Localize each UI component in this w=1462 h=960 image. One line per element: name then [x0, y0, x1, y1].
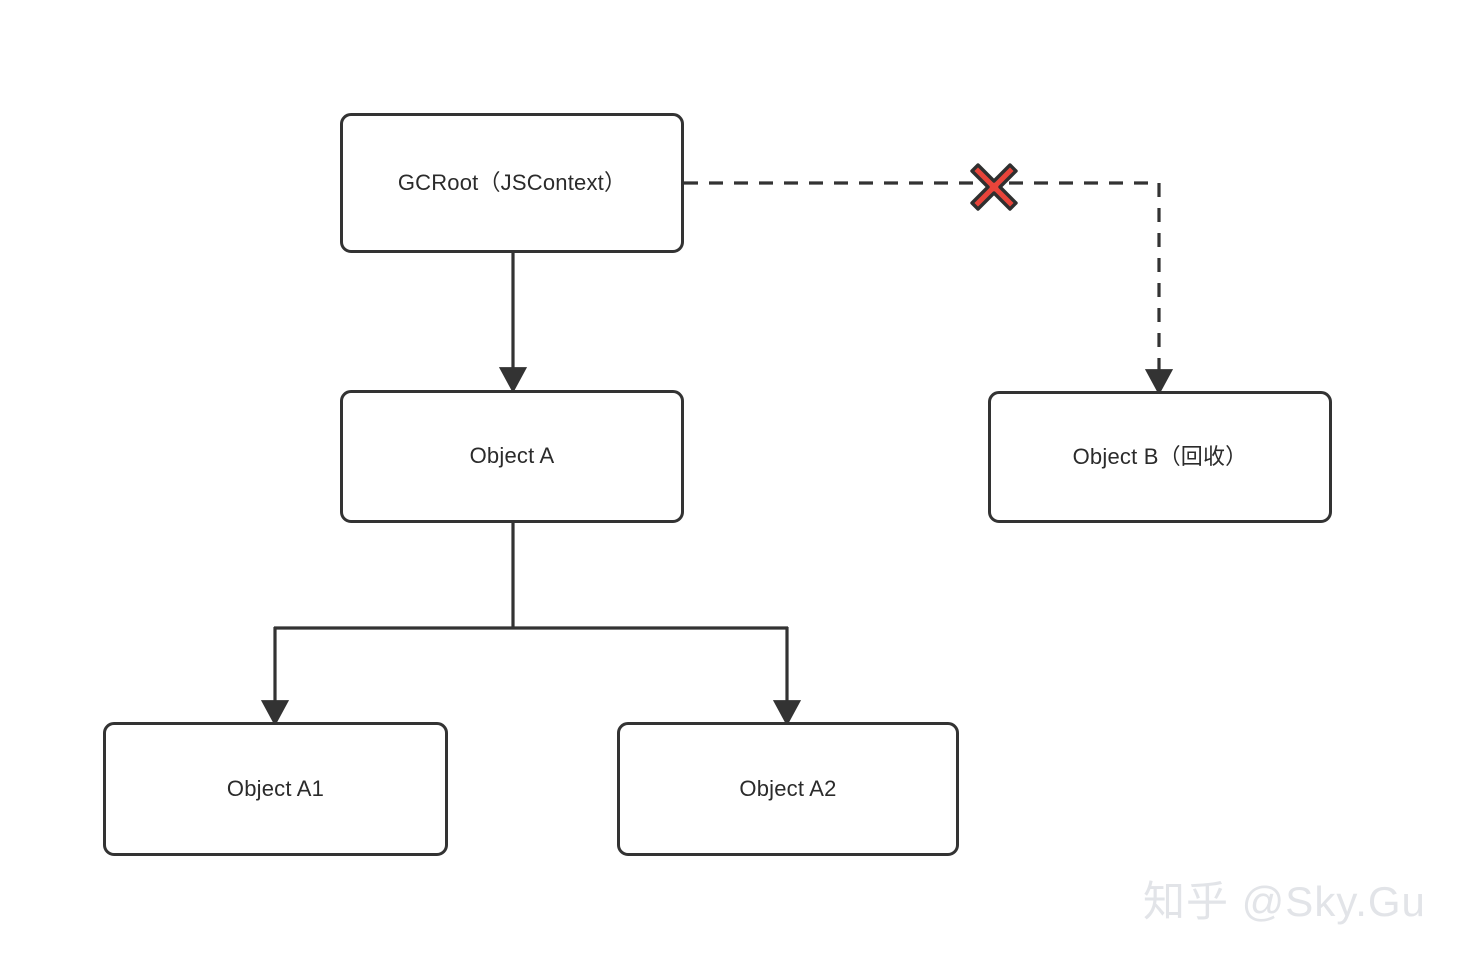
node-object-b[interactable]: Object B（回收） — [988, 391, 1332, 523]
edge-gcroot-to-object-b — [684, 181, 1174, 396]
node-gcroot-label: GCRoot（JSContext） — [397, 169, 627, 195]
edge-object-a-fork-trunk — [274, 523, 788, 630]
node-object-a2-label: Object A2 — [739, 775, 837, 801]
node-object-a-label: Object A — [469, 443, 555, 469]
node-gcroot[interactable]: GCRoot（JSContext） — [340, 113, 684, 253]
node-object-a[interactable]: Object A — [340, 390, 684, 523]
node-object-a1[interactable]: Object A1 — [103, 722, 448, 856]
node-object-b-label: Object B（回收） — [1072, 443, 1248, 469]
node-object-a1-label: Object A1 — [226, 775, 325, 801]
red-x-icon — [970, 163, 1018, 211]
watermark: 知乎 @Sky.Gu — [1143, 878, 1426, 925]
node-object-a2[interactable]: Object A2 — [617, 722, 959, 856]
